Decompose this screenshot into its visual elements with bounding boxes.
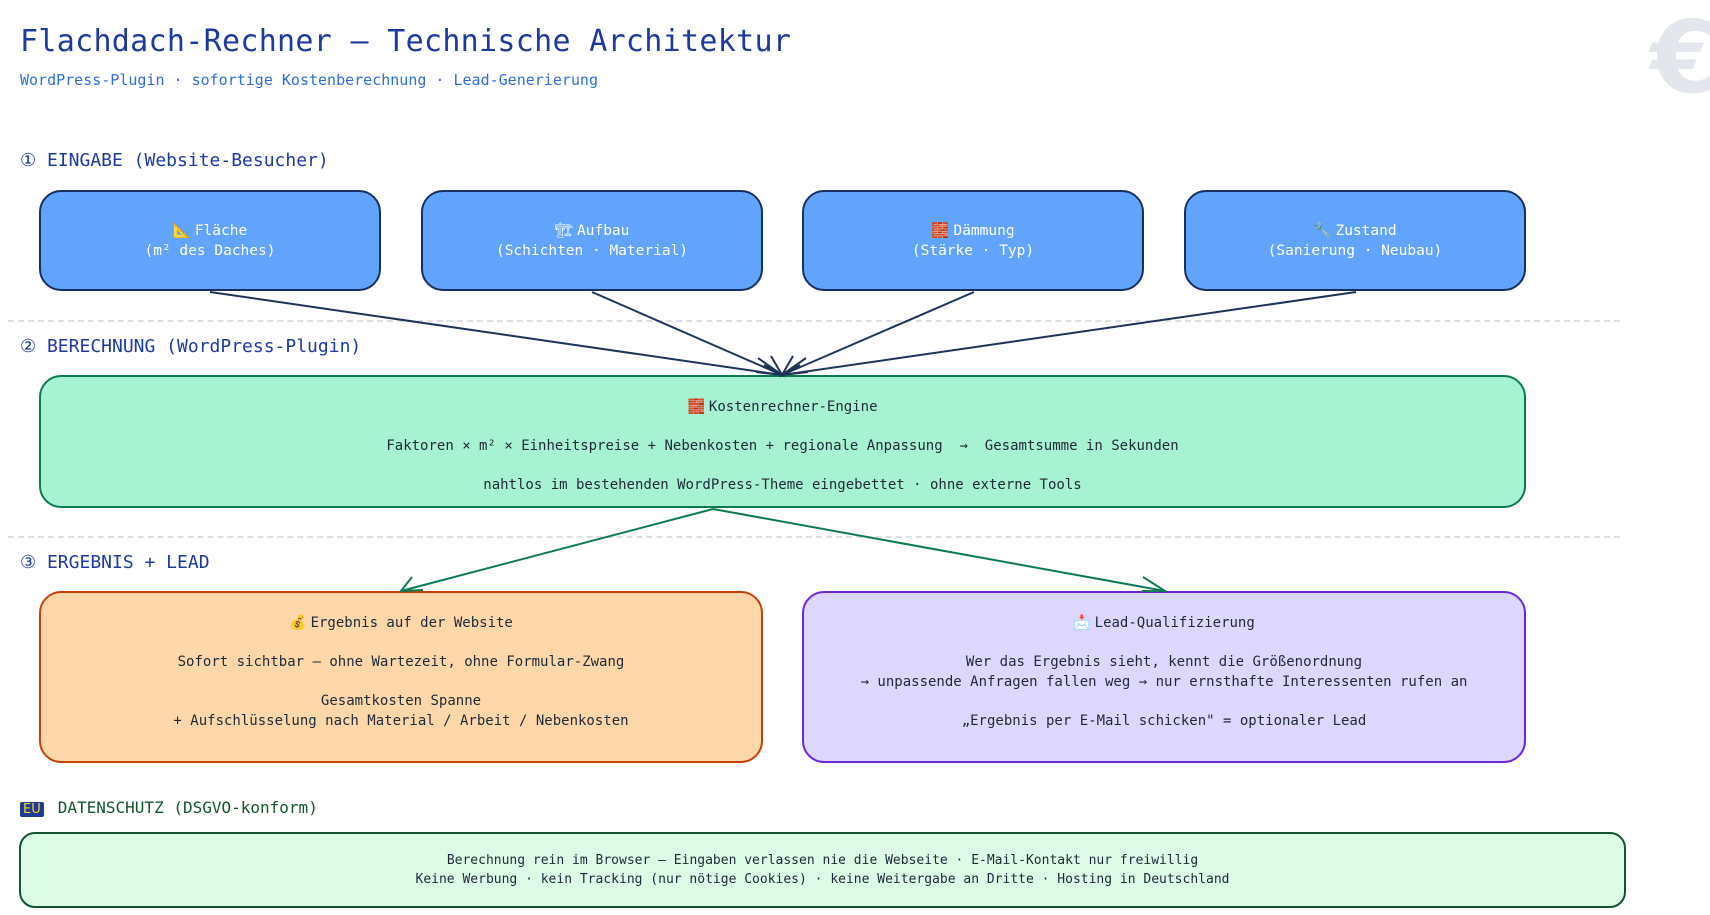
section-divider xyxy=(8,536,1620,538)
wrench-icon: 🔧 xyxy=(1313,222,1332,239)
lead-title: Lead-Qualifizierung xyxy=(1094,615,1255,631)
calc-engine-box: 🧱Kostenrechner-Engine Faktoren × m² × Ei… xyxy=(39,375,1526,508)
section-label-calc: ② BERECHNUNG (WordPress-Plugin) xyxy=(20,336,362,357)
arrow-engine-to-result xyxy=(400,508,714,592)
output-arrows xyxy=(398,508,1169,593)
result-line: + Aufschlüsselung nach Material / Arbeit… xyxy=(173,713,629,729)
privacy-line: Keine Werbung · kein Tracking (nur nötig… xyxy=(415,872,1230,887)
arrow-insulation-to-engine xyxy=(781,291,975,376)
section-label-input: ① EINGABE (Website-Besucher) xyxy=(20,150,329,171)
insulation-icon: 🧱 xyxy=(931,222,950,239)
calc-formula: Faktoren × m² × Einheitspreise + Nebenko… xyxy=(386,438,1179,454)
input-arrows xyxy=(209,291,1357,378)
privacy-line: Berechnung rein im Browser – Eingaben ve… xyxy=(446,853,1199,868)
page-title: Flachdach-Rechner – Technische Architekt… xyxy=(20,24,792,59)
arrowhead-icon xyxy=(779,355,801,378)
lead-line: „Ergebnis per E-Mail schicken" = optiona… xyxy=(961,713,1367,729)
arrow-engine-to-lead xyxy=(712,508,1166,592)
input-title: Zustand xyxy=(1335,222,1397,239)
input-box-area: 📐Fläche (m² des Daches) xyxy=(39,190,381,291)
lead-line: Wer das Ergebnis sieht, kennt die Größen… xyxy=(965,654,1363,670)
euro-watermark-icon: € xyxy=(1650,0,1710,116)
arrowhead-icon xyxy=(1142,576,1169,592)
envelope-icon: 📩 xyxy=(1073,615,1091,631)
input-detail: (Sanierung · Neubau) xyxy=(1267,242,1443,259)
calc-note: nahtlos im bestehenden WordPress-Theme e… xyxy=(483,477,1082,493)
arrow-area-to-engine xyxy=(209,291,783,376)
input-title: Aufbau xyxy=(577,222,630,239)
arrow-structure-to-engine xyxy=(591,291,783,376)
input-detail: (m² des Daches) xyxy=(144,242,276,259)
input-box-condition: 🔧Zustand (Sanierung · Neubau) xyxy=(1184,190,1526,291)
input-title: Dämmung xyxy=(953,222,1015,239)
section-label-privacy: EU DATENSCHUTZ (DSGVO-konform) xyxy=(20,798,318,817)
money-bag-icon: 💰 xyxy=(289,615,307,631)
privacy-label-text: DATENSCHUTZ (DSGVO-konform) xyxy=(57,798,318,817)
result-line: Gesamtkosten Spanne xyxy=(320,693,482,709)
ruler-icon: 📐 xyxy=(172,222,191,239)
page-subtitle: WordPress-Plugin · sofortige Kostenberec… xyxy=(20,71,598,89)
arrowhead-icon xyxy=(398,576,424,593)
input-detail: (Schichten · Material) xyxy=(495,242,689,259)
calc-title: Kostenrechner-Engine xyxy=(708,399,878,415)
section-divider xyxy=(8,320,1620,322)
privacy-box: Berechnung rein im Browser – Eingaben ve… xyxy=(19,832,1626,908)
result-line: Sofort sichtbar – ohne Wartezeit, ohne F… xyxy=(177,654,625,670)
result-box: 💰Ergebnis auf der Website Sofort sichtba… xyxy=(39,591,763,763)
section-label-result: ③ ERGEBNIS + LEAD xyxy=(20,552,210,573)
input-box-structure: 🏗Aufbau (Schichten · Material) xyxy=(421,190,763,291)
bricks-icon: 🧱 xyxy=(687,399,705,415)
input-detail: (Stärke · Typ) xyxy=(911,242,1035,259)
input-title: Fläche xyxy=(194,222,248,239)
lead-line: → unpassende Anfragen fallen weg → nur e… xyxy=(860,674,1468,690)
input-box-insulation: 🧱Dämmung (Stärke · Typ) xyxy=(802,190,1144,291)
eu-flag-icon: EU xyxy=(20,802,44,817)
arrow-condition-to-engine xyxy=(781,291,1357,376)
result-title: Ergebnis auf der Website xyxy=(310,615,513,631)
lead-box: 📩Lead-Qualifizierung Wer das Ergebnis si… xyxy=(802,591,1526,763)
crane-icon: 🏗 xyxy=(554,222,574,239)
